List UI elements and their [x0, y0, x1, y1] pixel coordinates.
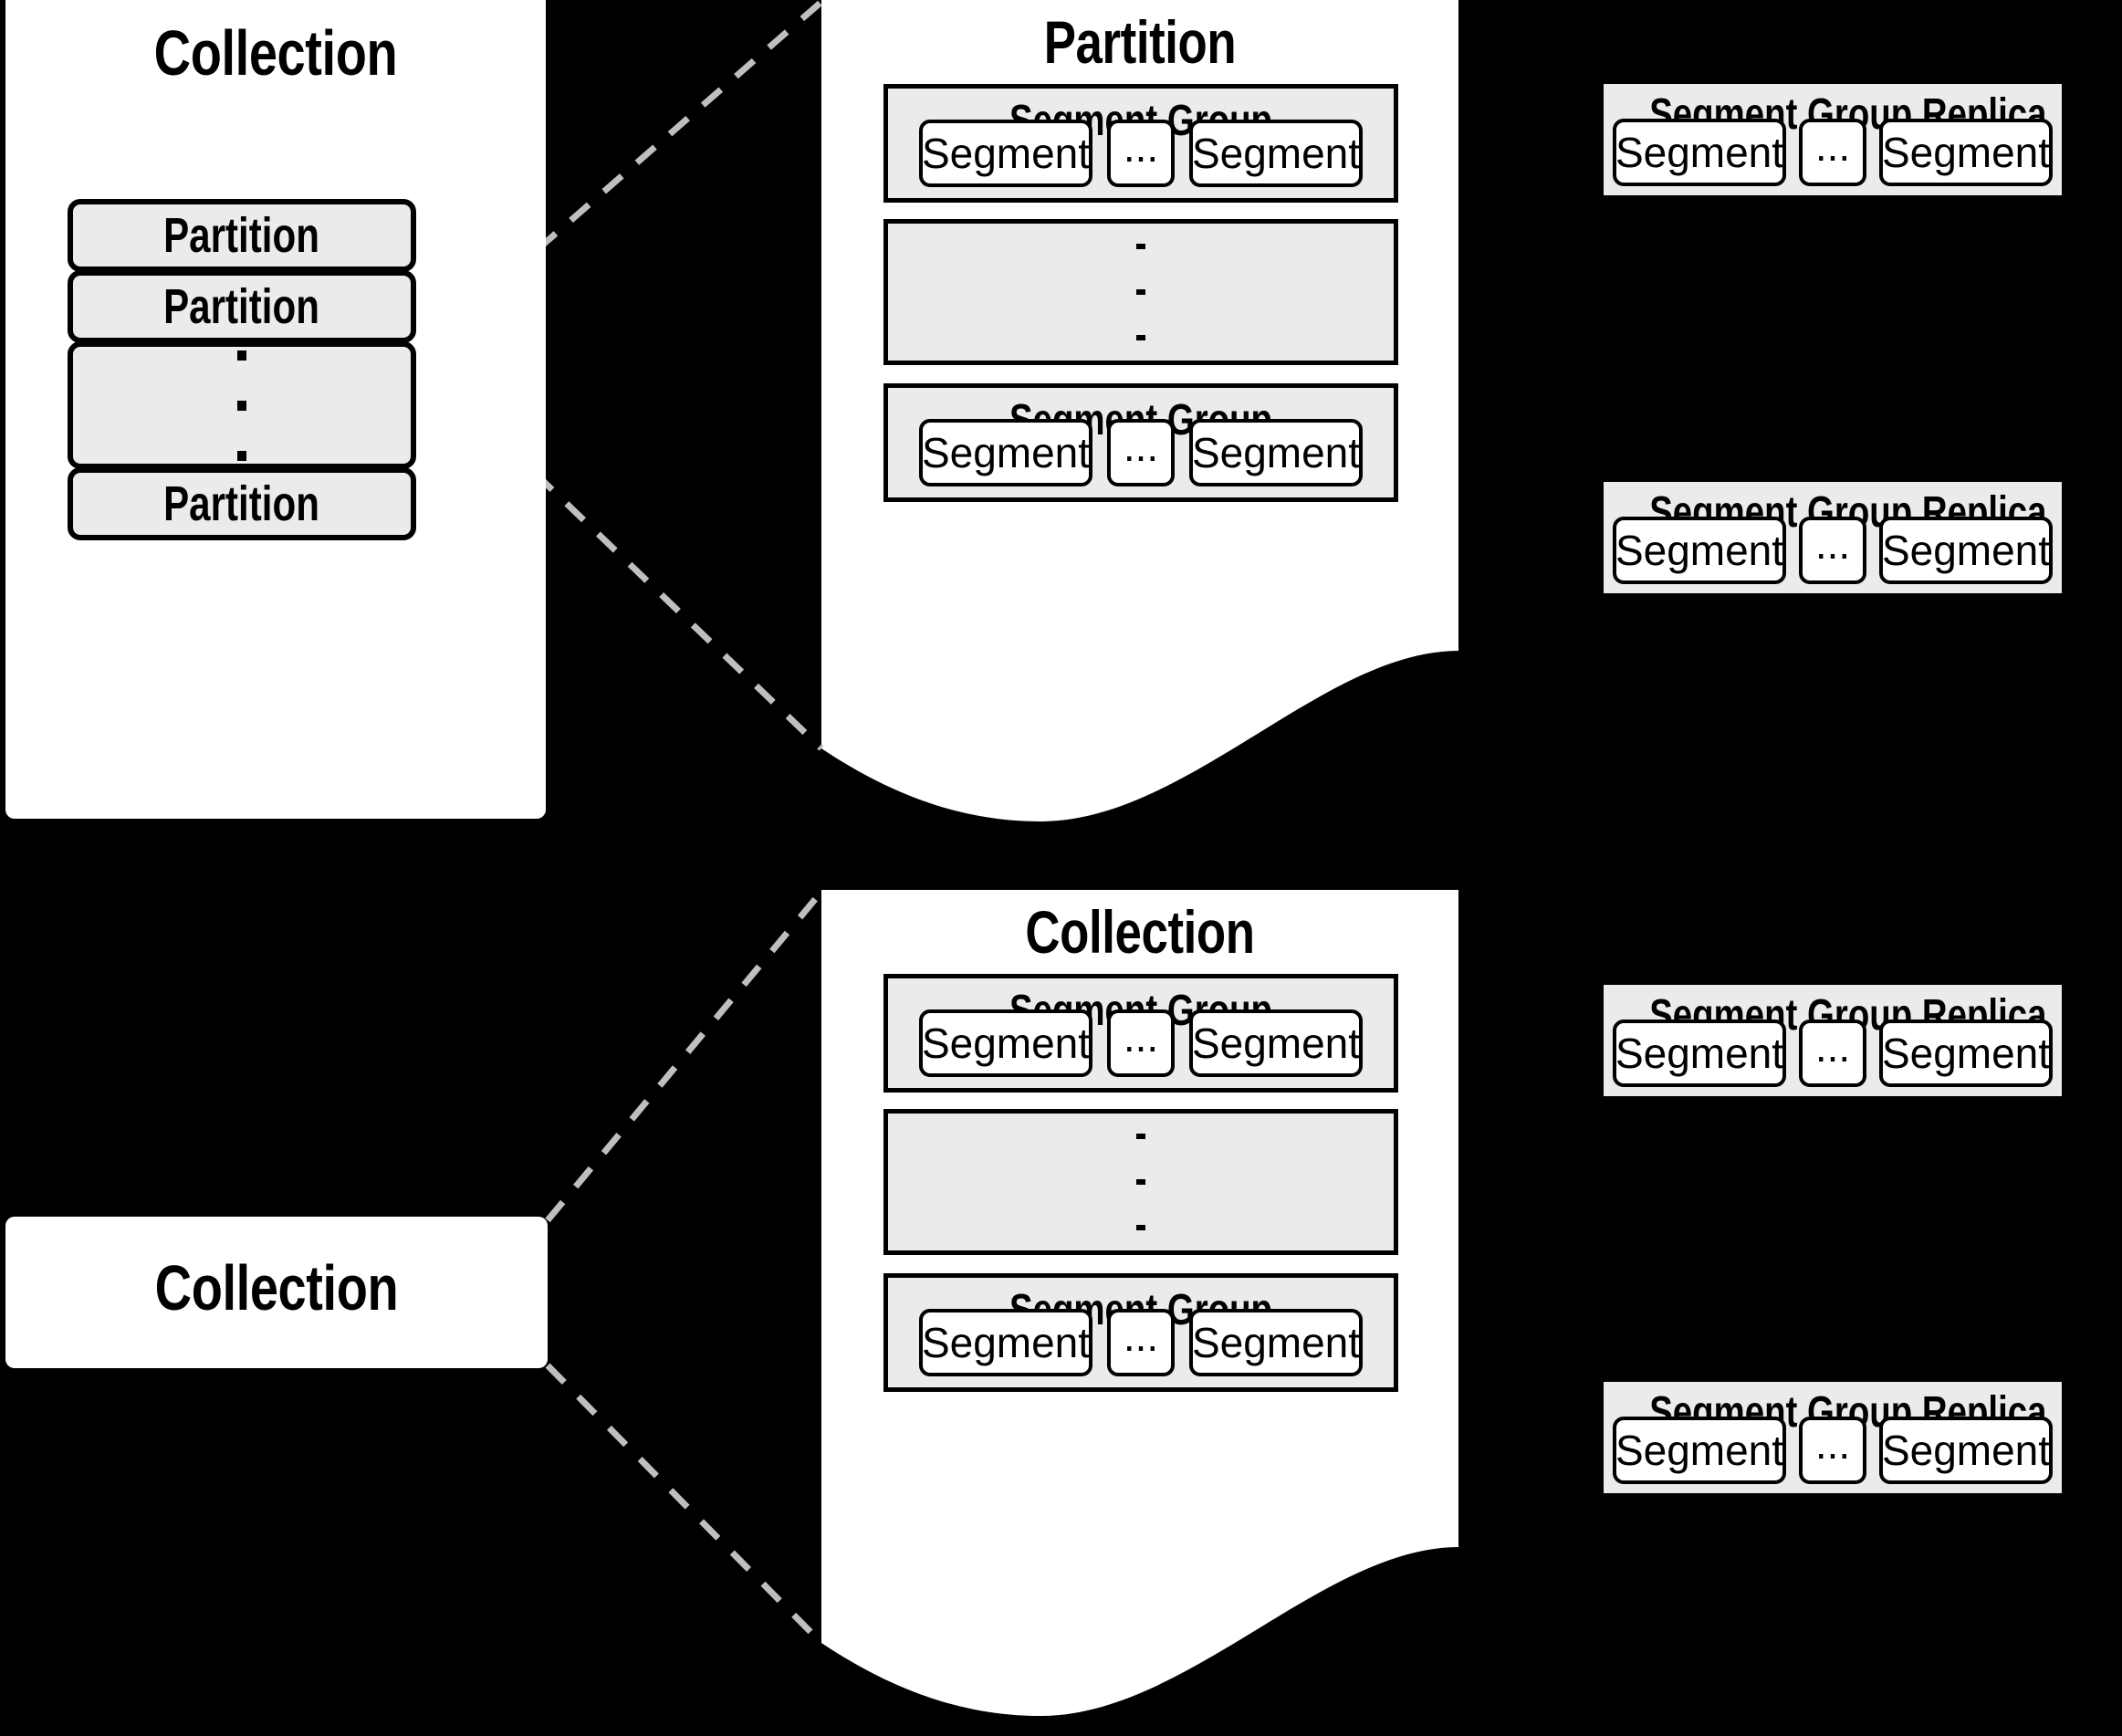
partition-row-1-label: Partition: [163, 208, 320, 263]
vertical-ellipsis-icon: [888, 224, 1394, 361]
segment-group-replica-3[interactable]: Segment Group Replica Segment ... Segmen…: [1600, 981, 2065, 1100]
partition-row-ellipsis: [68, 341, 416, 469]
partition-row-3-label: Partition: [163, 476, 320, 531]
collection-segment-group-1-segments: Segment ... Segment: [888, 1009, 1394, 1077]
segment-group-replica-1-segments: Segment ... Segment: [1604, 119, 2062, 186]
segment-box[interactable]: Segment: [1879, 517, 2053, 584]
segment-group-replica-4-segments: Segment ... Segment: [1604, 1417, 2062, 1484]
partition-panel-title: Partition: [1043, 8, 1237, 76]
top-left-collection-title: Collection: [153, 17, 398, 89]
bottom-collection-panel[interactable]: Collection Segment Group Segment ... Seg…: [821, 890, 1458, 1716]
segment-box[interactable]: Segment: [1879, 1020, 2053, 1087]
top-partition-panel[interactable]: Partition Segment Group Segment ... Segm…: [821, 0, 1458, 821]
partition-segment-group-ellipsis: [883, 219, 1398, 365]
segment-box[interactable]: Segment: [1189, 120, 1363, 187]
collection-segment-group-1[interactable]: Segment Group Segment ... Segment: [883, 974, 1398, 1093]
segment-ellipsis-icon: ...: [1799, 517, 1866, 584]
segment-box[interactable]: Segment: [1613, 1020, 1786, 1087]
segment-ellipsis-icon: ...: [1107, 1309, 1175, 1376]
bottom-left-collection-card[interactable]: Collection: [5, 1217, 548, 1368]
segment-box[interactable]: Segment: [1613, 517, 1786, 584]
segment-box[interactable]: Segment: [1613, 1417, 1786, 1484]
partition-segment-group-1-segments: Segment ... Segment: [888, 120, 1394, 187]
segment-box[interactable]: Segment: [1879, 1417, 2053, 1484]
segment-box[interactable]: Segment: [919, 419, 1092, 486]
segment-ellipsis-icon: ...: [1107, 120, 1175, 187]
partition-row-1[interactable]: Partition: [68, 199, 416, 272]
partition-segment-group-2-segments: Segment ... Segment: [888, 419, 1394, 486]
partition-segment-group-2[interactable]: Segment Group Segment ... Segment: [883, 383, 1398, 502]
segment-ellipsis-icon: ...: [1107, 1009, 1175, 1077]
segment-group-replica-3-segments: Segment ... Segment: [1604, 1020, 2062, 1087]
segment-group-replica-4[interactable]: Segment Group Replica Segment ... Segmen…: [1600, 1378, 2065, 1497]
segment-ellipsis-icon: ...: [1799, 1020, 1866, 1087]
segment-box[interactable]: Segment: [1189, 1309, 1363, 1376]
collection-segment-group-2[interactable]: Segment Group Segment ... Segment: [883, 1273, 1398, 1392]
segment-box[interactable]: Segment: [1613, 119, 1786, 186]
segment-group-replica-2-segments: Segment ... Segment: [1604, 517, 2062, 584]
connector-collection-bottom: [545, 1363, 824, 1646]
segment-box[interactable]: Segment: [919, 120, 1092, 187]
segment-box[interactable]: Segment: [1879, 119, 2053, 186]
segment-box[interactable]: Segment: [1189, 1009, 1363, 1077]
collection-segment-group-2-segments: Segment ... Segment: [888, 1309, 1394, 1376]
segment-group-replica-2[interactable]: Segment Group Replica Segment ... Segmen…: [1600, 478, 2065, 597]
partition-row-2[interactable]: Partition: [68, 270, 416, 343]
segment-box[interactable]: Segment: [919, 1009, 1092, 1077]
partition-row-3[interactable]: Partition: [68, 467, 416, 540]
collection-segment-group-ellipsis: [883, 1109, 1398, 1255]
segment-ellipsis-icon: ...: [1107, 419, 1175, 486]
vertical-ellipsis-icon: [73, 330, 411, 481]
segment-box[interactable]: Segment: [1189, 419, 1363, 486]
connector-collection-top: [545, 889, 824, 1223]
vertical-ellipsis-icon: [888, 1114, 1394, 1250]
partition-segment-group-1[interactable]: Segment Group Segment ... Segment: [883, 84, 1398, 203]
bottom-left-collection-title: Collection: [154, 1252, 399, 1323]
segment-group-replica-1[interactable]: Segment Group Replica Segment ... Segmen…: [1600, 80, 2065, 199]
partition-row-2-label: Partition: [163, 279, 320, 334]
segment-ellipsis-icon: ...: [1799, 1417, 1866, 1484]
collection-panel-title: Collection: [1025, 898, 1255, 966]
segment-box[interactable]: Segment: [919, 1309, 1092, 1376]
segment-ellipsis-icon: ...: [1799, 119, 1866, 186]
top-left-collection-card[interactable]: Collection Partition Partition Partition: [5, 0, 546, 819]
